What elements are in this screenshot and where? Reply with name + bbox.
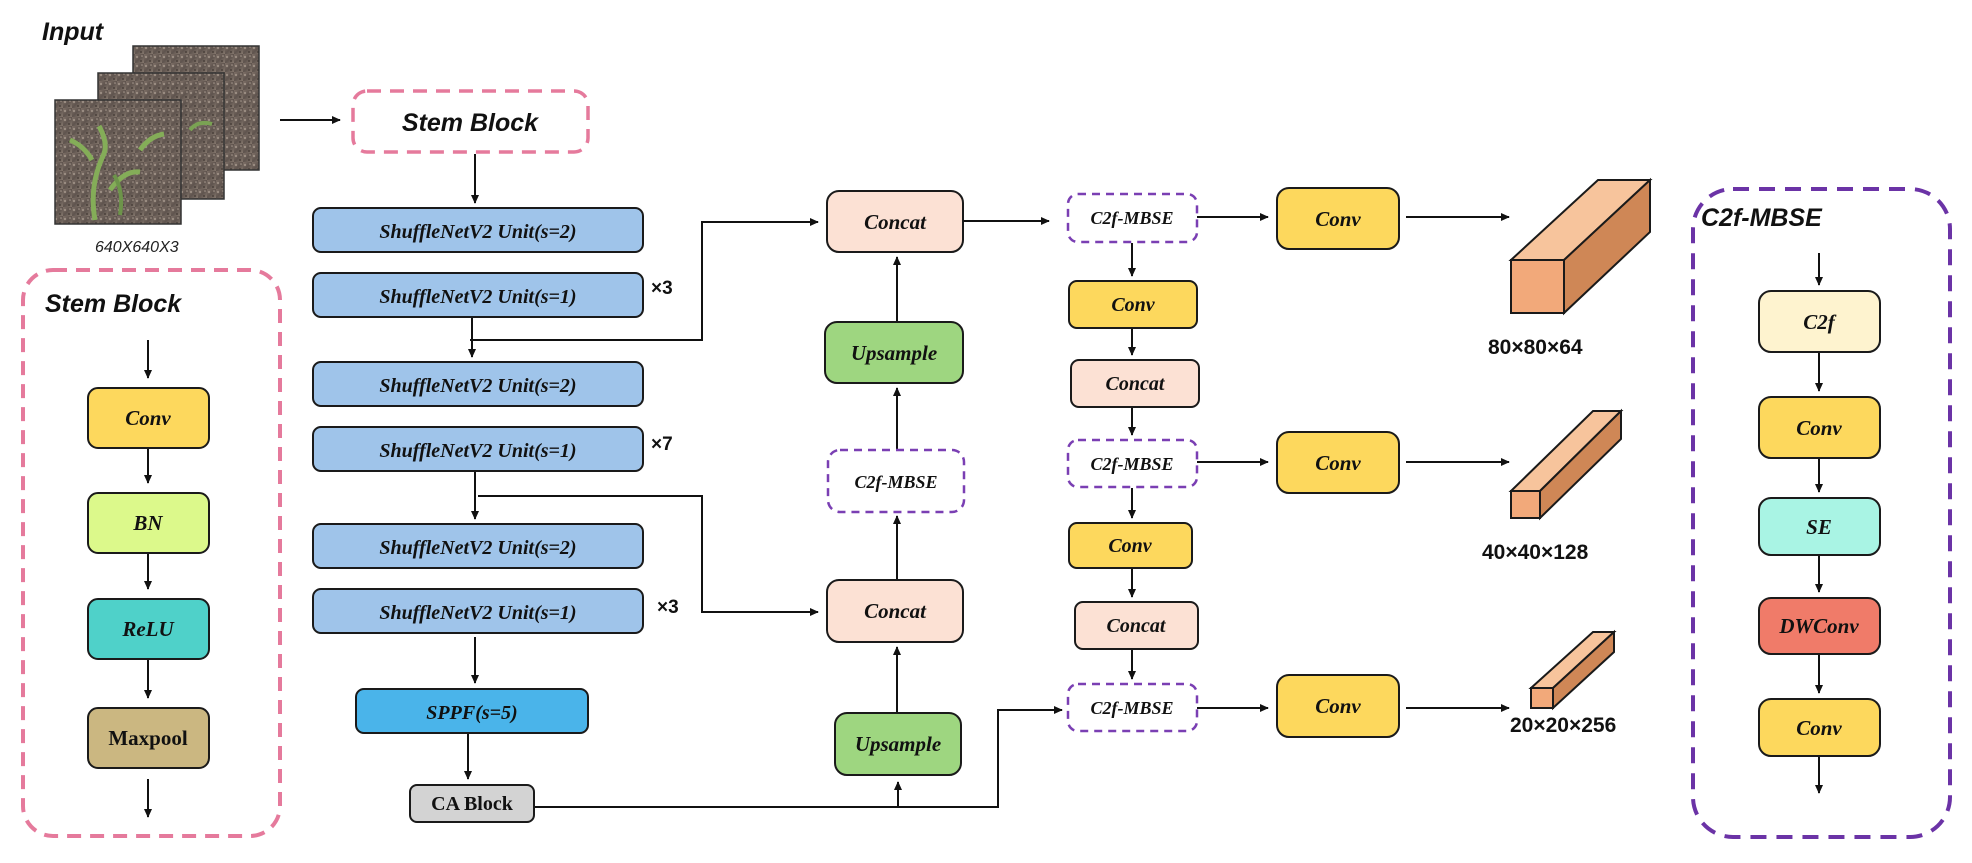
c2f-detail-conv-a-label: Conv <box>1796 416 1842 440</box>
output-cube-2 <box>1508 408 1624 521</box>
shufflenet-unit-s2-c <box>312 523 644 569</box>
conv-head-2 <box>1276 431 1400 494</box>
stem-bn-label: BN <box>132 511 163 535</box>
conv-down-2 <box>1068 522 1193 569</box>
stem-conv-node <box>87 387 210 449</box>
shufflenet-unit-s2-b <box>312 361 644 407</box>
shufflenet-unit-s2-c-label: ShuffleNetV2 Unit(s=2) <box>379 537 576 559</box>
upsample-bottom-label: Upsample <box>855 732 941 756</box>
concat-bottom-label: Concat <box>864 599 927 623</box>
upsample-top-label: Upsample <box>851 341 937 365</box>
skip-connection-s1-a-to-concat-top <box>470 217 819 341</box>
conv-head-3 <box>1276 674 1400 738</box>
stem-block <box>351 89 590 154</box>
shufflenet-unit-s2-b-label: ShuffleNetV2 Unit(s=2) <box>379 375 576 397</box>
ca-block-output-line <box>535 705 1063 808</box>
c2f-detail-conv-b-node <box>1758 698 1881 757</box>
repeat-label-a: ×3 <box>651 278 673 299</box>
concat-head-2 <box>1074 601 1199 650</box>
stem-detail-panel <box>21 268 282 838</box>
ca-block-label: CA Block <box>431 793 514 815</box>
stem-maxpool-node <box>87 707 210 769</box>
concat-bottom-node <box>826 579 964 643</box>
stem-detail-title: Stem Block <box>45 290 182 318</box>
ca-block-node <box>409 784 535 823</box>
repeat-label-c: ×3 <box>657 597 679 618</box>
c2f-detail-se-node <box>1758 497 1881 556</box>
conv-head-3-label: Conv <box>1315 694 1361 718</box>
concat-head-1-label: Concat <box>1106 373 1166 395</box>
stem-block-label: Stem Block <box>402 109 539 137</box>
sppf-label: SPPF(s=5) <box>426 702 517 724</box>
stem-relu-label: ReLU <box>121 617 175 641</box>
conv-down-2-label: Conv <box>1108 535 1152 557</box>
conv-down-1-label: Conv <box>1111 294 1155 316</box>
c2f-detail-c2f-node <box>1758 290 1881 353</box>
input-image-stack <box>54 45 260 225</box>
output-cube-1 <box>1508 177 1653 316</box>
c2f-detail-dwconv-label: DWConv <box>1778 614 1859 638</box>
c2f-mbse-head-2-label: C2f-MBSE <box>1090 454 1173 474</box>
c2f-mbse-head-2 <box>1066 438 1199 489</box>
stem-bn-node <box>87 492 210 554</box>
c2f-mbse-mid-node <box>826 448 966 514</box>
conv-head-1-label: Conv <box>1315 207 1361 231</box>
c2f-detail-title: C2f-MBSE <box>1701 204 1823 232</box>
shufflenet-unit-s1-a <box>312 272 644 318</box>
conv-head-1 <box>1276 187 1400 250</box>
skip-connection-s1-b-to-concat-bottom <box>478 495 819 617</box>
repeat-label-b: ×7 <box>651 434 673 455</box>
output-1-label: 80×80×64 <box>1488 336 1583 359</box>
upsample-top-node <box>824 321 964 384</box>
shufflenet-unit-s1-c <box>312 588 644 634</box>
c2f-detail-se-label: SE <box>1806 515 1832 539</box>
shufflenet-unit-s1-a-label: ShuffleNetV2 Unit(s=1) <box>379 286 576 308</box>
output-2-label: 40×40×128 <box>1482 541 1589 564</box>
stem-maxpool-label: Maxpool <box>108 726 188 750</box>
concat-head-1 <box>1070 359 1200 408</box>
stem-conv-label: Conv <box>125 406 171 430</box>
c2f-detail-conv-a-node <box>1758 396 1881 459</box>
c2f-mbse-head-1 <box>1066 192 1199 244</box>
shufflenet-unit-s2-a-label: ShuffleNetV2 Unit(s=2) <box>379 221 576 243</box>
c2f-mbse-head-1-label: C2f-MBSE <box>1090 208 1173 228</box>
input-image-front <box>54 99 182 225</box>
sppf-node <box>355 688 589 734</box>
conv-down-1 <box>1068 280 1198 329</box>
stem-relu-node <box>87 598 210 660</box>
c2f-mbse-mid-label: C2f-MBSE <box>854 472 937 492</box>
input-title: Input <box>42 18 105 46</box>
c2f-detail-c2f-label: C2f <box>1803 310 1837 334</box>
conv-head-2-label: Conv <box>1315 451 1361 475</box>
output-cube-3 <box>1528 629 1617 711</box>
upsample-bottom-node <box>834 712 962 776</box>
input-size-label: 640X640X3 <box>95 239 179 256</box>
shufflenet-unit-s2-a <box>312 207 644 253</box>
c2f-detail-conv-b-label: Conv <box>1796 716 1842 740</box>
concat-top-label: Concat <box>864 210 927 234</box>
c2f-detail-panel <box>1691 187 1952 839</box>
c2f-detail-dwconv-node <box>1758 597 1881 655</box>
c2f-mbse-head-3-label: C2f-MBSE <box>1090 698 1173 718</box>
shufflenet-unit-s1-c-label: ShuffleNetV2 Unit(s=1) <box>379 602 576 624</box>
shufflenet-unit-s1-b <box>312 426 644 472</box>
shufflenet-unit-s1-b-label: ShuffleNetV2 Unit(s=1) <box>379 440 576 462</box>
concat-head-2-label: Concat <box>1107 615 1167 637</box>
output-3-label: 20×20×256 <box>1510 714 1616 737</box>
c2f-mbse-head-3 <box>1066 682 1199 733</box>
